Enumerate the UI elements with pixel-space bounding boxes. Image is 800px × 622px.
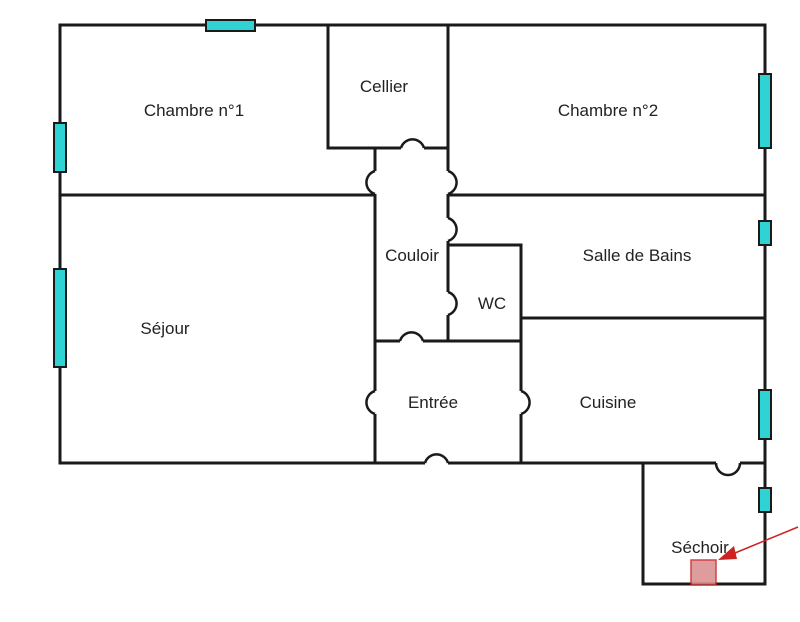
label-sechoir: Séchoir	[671, 538, 729, 557]
red-arrow-marker	[690, 526, 799, 586]
label-sejour: Séjour	[140, 319, 189, 338]
doors	[365, 138, 742, 477]
room-labels: Chambre n°1 Cellier Chambre n°2 Couloir …	[140, 77, 729, 557]
label-chambre2: Chambre n°2	[558, 101, 658, 120]
window-chambre2	[758, 73, 772, 149]
door-cuisine	[520, 389, 531, 416]
door-wc	[447, 290, 458, 317]
door-chambre1	[365, 169, 376, 196]
window-top	[205, 19, 256, 32]
window-sechoir	[758, 487, 772, 513]
window-chambre1	[53, 122, 67, 173]
door-sejour	[365, 389, 376, 416]
label-cellier: Cellier	[360, 77, 409, 96]
label-entree: Entrée	[408, 393, 458, 412]
label-wc: WC	[478, 294, 506, 313]
window-cuisine	[758, 389, 772, 440]
door-salle-de-bains	[447, 216, 458, 243]
door-couloir	[398, 331, 425, 342]
door-entree	[423, 453, 450, 464]
door-chambre2	[447, 169, 458, 196]
window-sejour	[53, 268, 67, 368]
window-salle-de-bains	[758, 220, 772, 246]
door-sechoir	[714, 462, 742, 477]
windows	[53, 19, 772, 513]
label-salle-de-bains: Salle de Bains	[583, 246, 692, 265]
door-cellier	[399, 138, 426, 149]
label-cuisine: Cuisine	[580, 393, 637, 412]
label-couloir: Couloir	[385, 246, 439, 265]
label-chambre1: Chambre n°1	[144, 101, 244, 120]
